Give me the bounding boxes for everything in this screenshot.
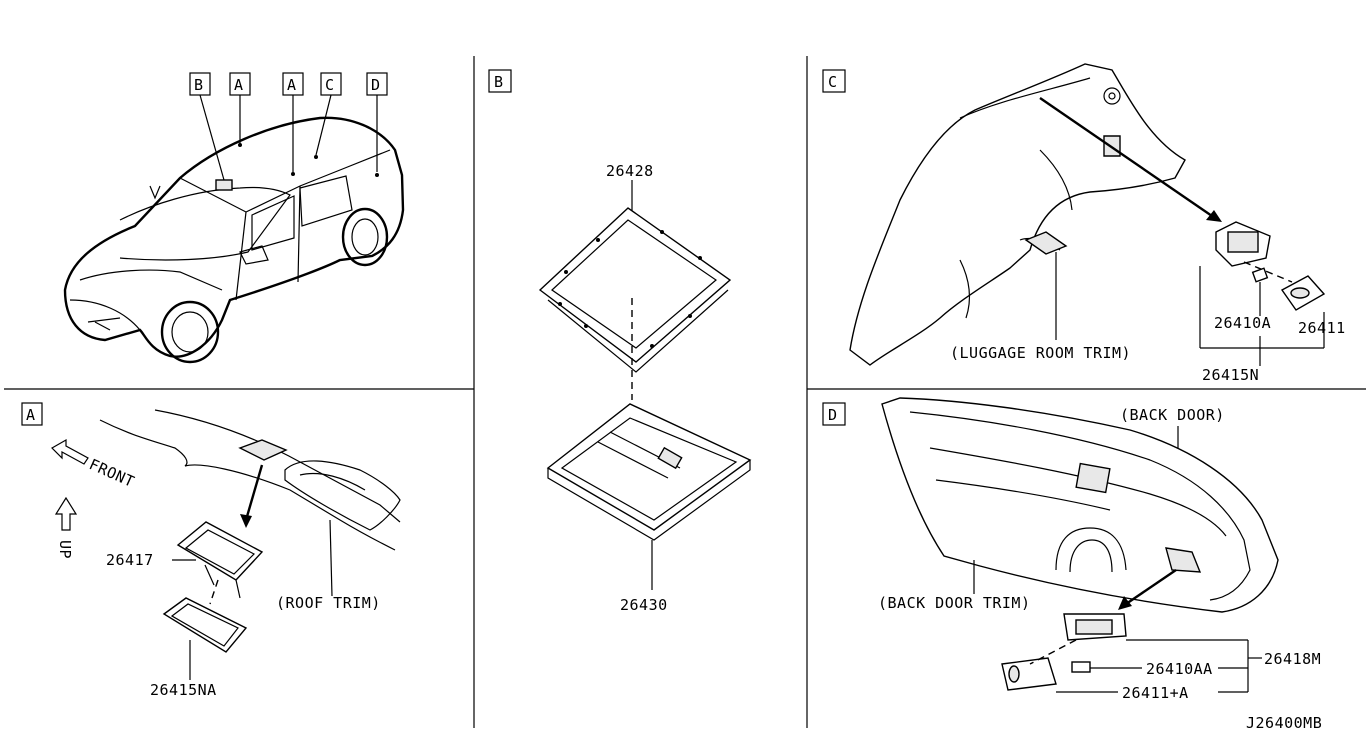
callout-c: C [325,76,334,94]
up-arrow-icon [54,496,78,531]
label-back-door-trim: (BACK DOOR TRIM) [878,594,1031,612]
label-26417: 26417 [106,551,154,569]
front-arrow-icon [51,438,89,465]
panel-b: B 26428 26430 [488,69,752,614]
label-roof-trim: (ROOF TRIM) [276,594,381,612]
panel-dividers [4,56,1366,728]
panel-d: D (BACK DOOR) 26418M 26410AA 26411+A [822,397,1321,702]
panel-c-letter: C [828,73,837,91]
callout-b: B [194,76,203,94]
label-26430: 26430 [620,596,668,614]
panel-d-letter: D [828,406,837,424]
label-26418m: 26418M [1264,650,1321,668]
callout-a1: A [234,76,243,94]
label-26411a: 26411+A [1122,684,1189,702]
label-26410aa: 26410AA [1146,660,1213,678]
label-26411: 26411 [1298,319,1346,337]
up-label: UP [56,540,74,559]
label-26415n: 26415N [1202,366,1259,384]
label-26428: 26428 [606,162,654,180]
panel-a-letter: A [26,406,35,424]
label-luggage-room-trim: (LUGGAGE ROOM TRIM) [950,344,1131,362]
front-label: FRONT [86,455,137,491]
panel-a: A FRONT UP 26417 26415NA (ROOF TRIM) [21,402,401,699]
panel-c: C 26410A 26411 26415N (LUGGAGE ROOM TRIM… [822,63,1346,384]
diagram-code: J26400MB [1246,714,1322,732]
callout-a2: A [287,76,296,94]
vehicle-overview: B A A C D [63,72,405,364]
label-26410a: 26410A [1214,314,1271,332]
callout-d: D [371,76,380,94]
label-26415na: 26415NA [150,681,217,699]
label-back-door: (BACK DOOR) [1120,406,1225,424]
panel-b-letter: B [494,73,503,91]
